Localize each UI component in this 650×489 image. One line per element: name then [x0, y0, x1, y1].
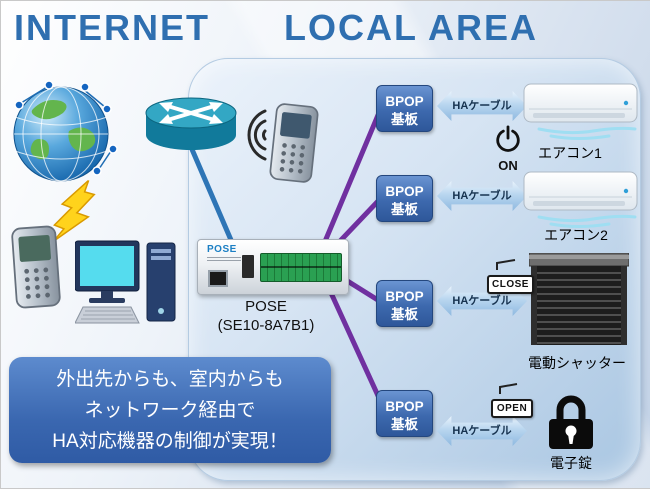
- close-sign-group: CLOSE: [487, 257, 534, 294]
- air-conditioner-1-icon: [523, 83, 638, 140]
- wifi-signal-icon: [247, 109, 267, 161]
- open-sign: OPEN: [491, 399, 533, 418]
- globe-icon: [13, 80, 118, 182]
- power-on-icon: [496, 125, 520, 152]
- pose-device: POSE: [197, 239, 349, 295]
- bpop-board-sublabel: 基板: [391, 416, 418, 432]
- aircon2-label: エアコン2: [544, 227, 608, 243]
- bpop-board-sublabel: 基板: [391, 201, 418, 217]
- open-sign-group: OPEN: [491, 381, 533, 418]
- bpop-board-sublabel: 基板: [391, 111, 418, 127]
- local-area-title: LOCAL AREA: [284, 7, 538, 48]
- pose-device-model: (SE10-8A7B1): [217, 317, 315, 334]
- pose-device-name: POSE: [245, 298, 287, 315]
- router-icon: [145, 97, 237, 150]
- air-conditioner-2-icon: [523, 171, 638, 228]
- message-line-1: 外出先からも、室内からも: [56, 368, 284, 390]
- bpop-board-label: BPOP: [385, 184, 424, 199]
- bpop-board-3: BPOP 基板: [376, 280, 433, 327]
- message-line-2: ネットワーク経由で: [84, 399, 256, 421]
- bpop-board-2: BPOP 基板: [376, 175, 433, 222]
- close-sign: CLOSE: [487, 275, 534, 294]
- pose-device-label: POSE (SE10-8A7B1): [191, 297, 341, 335]
- desktop-computer-icon: [75, 240, 176, 324]
- sign-hanger-icon: [499, 383, 518, 394]
- power-state-label: ON: [498, 158, 518, 173]
- padlock-icon: [549, 395, 593, 449]
- sign-hanger-icon: [496, 259, 516, 270]
- smartphone-icon-2: [11, 225, 61, 309]
- bpop-board-label: BPOP: [385, 399, 424, 414]
- shutter-icon: [529, 253, 629, 345]
- power-on-group: ON: [493, 125, 523, 173]
- bpop-board-1: BPOP 基板: [376, 85, 433, 132]
- pose-brand-logo: POSE: [207, 244, 237, 255]
- dip-switch-icon: [242, 255, 254, 278]
- lock-label: 電子錠: [550, 455, 592, 471]
- bpop-board-sublabel: 基板: [391, 306, 418, 322]
- message-line-3: HA対応機器の制御が実現！: [52, 430, 288, 452]
- internet-title: INTERNET: [14, 7, 210, 48]
- pose-brand-subtext: [207, 257, 241, 263]
- bpop-board-label: BPOP: [385, 94, 424, 109]
- smartphone-icon: [269, 103, 319, 183]
- bpop-board-label: BPOP: [385, 289, 424, 304]
- ethernet-port-icon: [208, 270, 228, 287]
- bpop-board-4: BPOP 基板: [376, 390, 433, 437]
- aircon1-label: エアコン1: [538, 145, 602, 161]
- terminal-block-icon: [260, 253, 342, 282]
- shutter-label: 電動シャッター: [528, 355, 626, 371]
- message-box: 外出先からも、室内からも ネットワーク経由で HA対応機器の制御が実現！: [9, 357, 331, 463]
